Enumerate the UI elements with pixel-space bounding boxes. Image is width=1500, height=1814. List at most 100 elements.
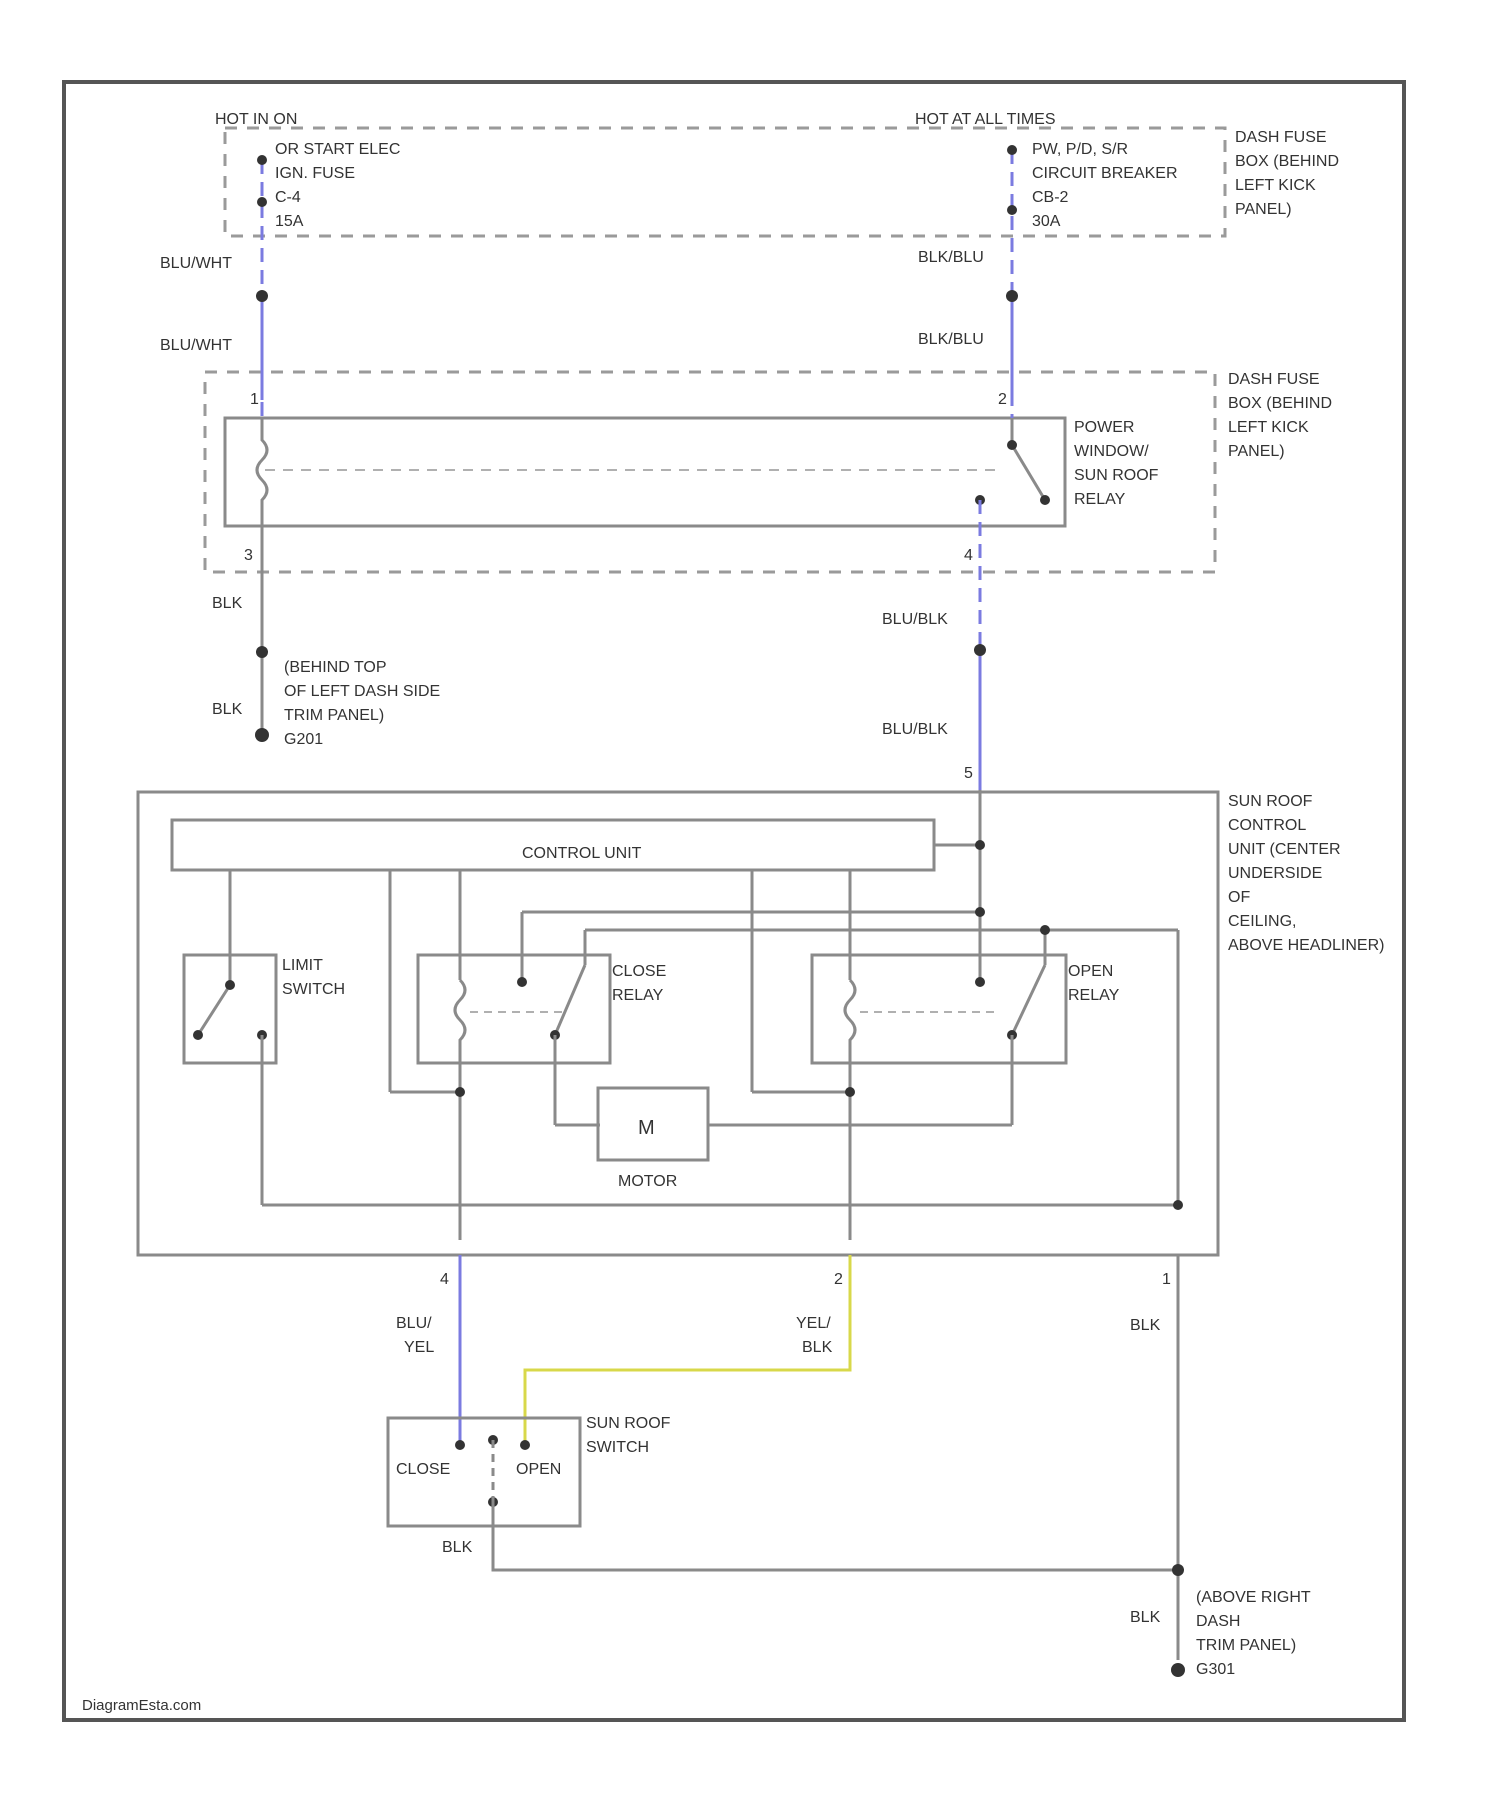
control-module-line: ABOVE HEADLINER): [1228, 937, 1384, 954]
motor-symbol: M: [638, 1117, 655, 1139]
splice-point: [975, 907, 985, 917]
connector-point: [257, 155, 267, 165]
control-module-line: CEILING,: [1228, 913, 1296, 930]
connector-point: [1007, 205, 1017, 215]
hot-at-all-times-label: HOT AT ALL TIMES: [915, 111, 1056, 128]
wire-label: BLU/WHT: [160, 255, 232, 272]
motor-label: MOTOR: [618, 1173, 677, 1190]
wire-blk: [493, 1502, 1178, 1570]
splice-point: [1172, 1564, 1184, 1576]
dash-fuse-box-mid-line: PANEL): [1228, 443, 1285, 460]
relay-label-line: POWER: [1074, 419, 1134, 436]
dash-fuse-box-mid-line: DASH FUSE: [1228, 371, 1320, 388]
wire-label: YEL/: [796, 1315, 831, 1332]
wire-label: BLK/BLU: [918, 249, 984, 266]
close-relay-label: CLOSE: [612, 963, 666, 980]
ground-left-line: (BEHIND TOP: [284, 659, 387, 676]
contact-point: [225, 980, 235, 990]
limit-switch-label: LIMIT: [282, 957, 323, 974]
dash-fuse-box-mid-line: LEFT KICK: [1228, 419, 1309, 436]
pin-label: 4: [964, 547, 973, 564]
splice-point: [1173, 1200, 1183, 1210]
wire-label: BLK: [802, 1339, 833, 1356]
relay-contact-point: [1007, 440, 1017, 450]
control-module-line: UNDERSIDE: [1228, 865, 1322, 882]
pin-label: 5: [964, 765, 973, 782]
relay-label-line: WINDOW/: [1074, 443, 1149, 460]
relay-box: [225, 418, 1065, 526]
diagram-frame: [64, 82, 1404, 1720]
dash-fuse-box-top-line: PANEL): [1235, 201, 1292, 218]
limit-switch-label: SWITCH: [282, 981, 345, 998]
pin-label: 4: [440, 1271, 449, 1288]
fuse-right-line: CB-2: [1032, 189, 1069, 206]
wire-label: BLU/BLK: [882, 721, 948, 738]
control-module-line: OF: [1228, 889, 1250, 906]
open-relay-blade: [1012, 965, 1045, 1035]
switch-close-label: CLOSE: [396, 1461, 450, 1478]
ground-right-line: G301: [1196, 1661, 1235, 1678]
wire-label: BLU/BLK: [882, 611, 948, 628]
open-relay-label: RELAY: [1068, 987, 1120, 1004]
control-module-line: CONTROL: [1228, 817, 1306, 834]
pin-label: 1: [1162, 1271, 1171, 1288]
wire-label: YEL: [404, 1339, 434, 1356]
ground-right-line: TRIM PANEL): [1196, 1637, 1296, 1654]
contact-point: [517, 977, 527, 987]
contact-point: [455, 1440, 465, 1450]
fuse-left-line: C-4: [275, 189, 301, 206]
contact-point: [975, 977, 985, 987]
pin-label: 3: [244, 547, 253, 564]
contact-point: [193, 1030, 203, 1040]
splice-point: [975, 840, 985, 850]
contact-point: [520, 1440, 530, 1450]
dash-fuse-box-mid-line: BOX (BEHIND: [1228, 395, 1332, 412]
ground-right-line: DASH: [1196, 1613, 1240, 1630]
fuse-right-line: 30A: [1032, 213, 1061, 230]
sunroof-control-unit-box: [138, 792, 1218, 1255]
wire-label: BLK/BLU: [918, 331, 984, 348]
splice-point: [1006, 290, 1018, 302]
limit-switch-blade: [198, 985, 230, 1035]
splice-point: [1040, 925, 1050, 935]
relay-coil: [257, 418, 267, 526]
wire-label: BLK: [212, 595, 243, 612]
sunroof-switch-label: SUN ROOF: [586, 1415, 671, 1432]
relay-label-line: SUN ROOF: [1074, 467, 1159, 484]
splice-point: [974, 644, 986, 656]
fuse-left-line: IGN. FUSE: [275, 165, 355, 182]
splice-point: [455, 1087, 465, 1097]
dash-fuse-box-top-line: LEFT KICK: [1235, 177, 1316, 194]
watermark: DiagramEsta.com: [82, 1697, 201, 1714]
dash-fuse-box-top-line: BOX (BEHIND: [1235, 153, 1339, 170]
fuse-right-line: PW, P/D, S/R: [1032, 141, 1128, 158]
open-relay-label: OPEN: [1068, 963, 1113, 980]
fuse-left-line: OR START ELEC: [275, 141, 400, 158]
switch-open-label: OPEN: [516, 1461, 561, 1478]
wire-label: BLK: [1130, 1609, 1161, 1626]
ground-left-line: TRIM PANEL): [284, 707, 384, 724]
control-unit-label: CONTROL UNIT: [522, 845, 642, 862]
close-relay-coil: [455, 980, 465, 1240]
splice-point: [256, 290, 268, 302]
close-relay-blade: [555, 965, 585, 1035]
pin-label: 2: [998, 391, 1007, 408]
ground-right-line: (ABOVE RIGHT: [1196, 1589, 1311, 1606]
ground-g201: [255, 728, 269, 742]
ground-left-line: OF LEFT DASH SIDE: [284, 683, 440, 700]
wire-label: BLK: [212, 701, 243, 718]
ground-left-line: G201: [284, 731, 323, 748]
open-relay-coil: [845, 980, 855, 1240]
ground-g301: [1171, 1663, 1185, 1677]
relay-contact-blade: [1012, 445, 1045, 500]
pin-label: 2: [834, 1271, 843, 1288]
wire-label: BLU/: [396, 1315, 432, 1332]
connector-point: [257, 197, 267, 207]
pin-label: 1: [250, 391, 259, 408]
dash-fuse-box-top-line: DASH FUSE: [1235, 129, 1327, 146]
relay-label-line: RELAY: [1074, 491, 1126, 508]
wire-label: BLU/WHT: [160, 337, 232, 354]
fuse-left-line: 15A: [275, 213, 304, 230]
control-module-line: SUN ROOF: [1228, 793, 1313, 810]
